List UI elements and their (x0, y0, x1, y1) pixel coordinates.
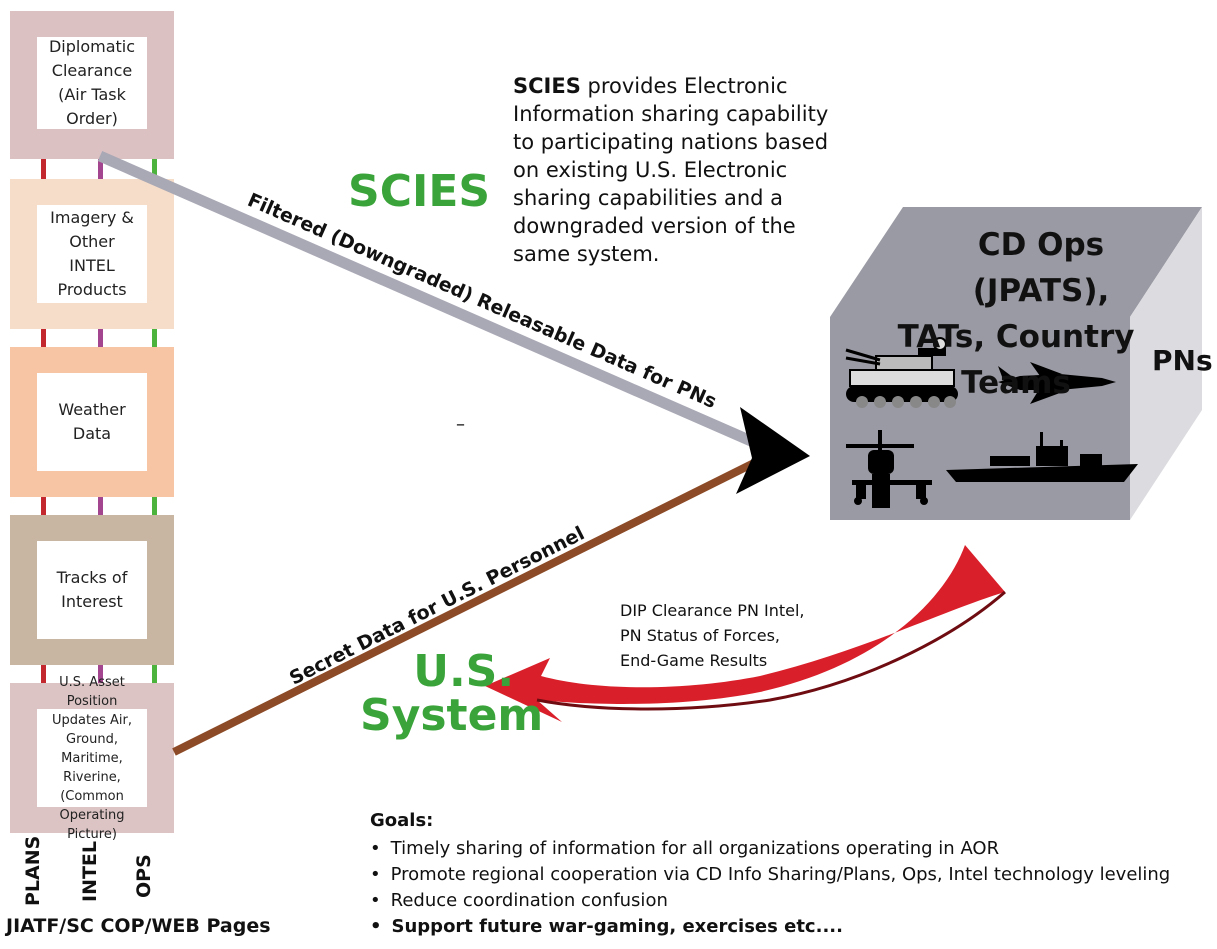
arrowhead-icon (736, 407, 810, 494)
jet-icon (998, 362, 1116, 404)
goal-item: Timely sharing of information for all or… (370, 836, 1170, 862)
ship-icon (946, 432, 1138, 482)
return-arrow-shadow (536, 590, 1006, 711)
helicopter-icon (846, 430, 932, 508)
block-top-label: CD Ops (JPATS), TATs, Country Teams (897, 227, 1135, 401)
goals-section: Goals: Timely sharing of information for… (370, 808, 1170, 940)
block-side-face (1130, 207, 1202, 520)
return-description: DIP Clearance PN Intel, PN Status of For… (620, 601, 805, 670)
goal-item: Promote regional cooperation via CD Info… (370, 862, 1171, 888)
us-title: U.S. System (360, 646, 544, 741)
goal-item: Support future war-gaming, exercises etc… (370, 914, 1170, 940)
pages-caption: JIATF/SC COP/WEB Pages (6, 915, 271, 937)
dash-mark: – (456, 414, 465, 435)
scies-description: SCIES provides Electronic Information sh… (513, 74, 829, 266)
scies-title: SCIES (348, 166, 491, 217)
return-arrow-icon (485, 545, 1005, 722)
tank-icon (845, 337, 958, 408)
us-flow-line (172, 452, 770, 756)
scies-flow-line (97, 150, 779, 458)
pns-label: PNs (1152, 344, 1213, 377)
goal-item: Reduce coordination confusion (370, 888, 1170, 914)
goals-title: Goals: (370, 810, 434, 831)
block-top-face (830, 207, 1202, 317)
